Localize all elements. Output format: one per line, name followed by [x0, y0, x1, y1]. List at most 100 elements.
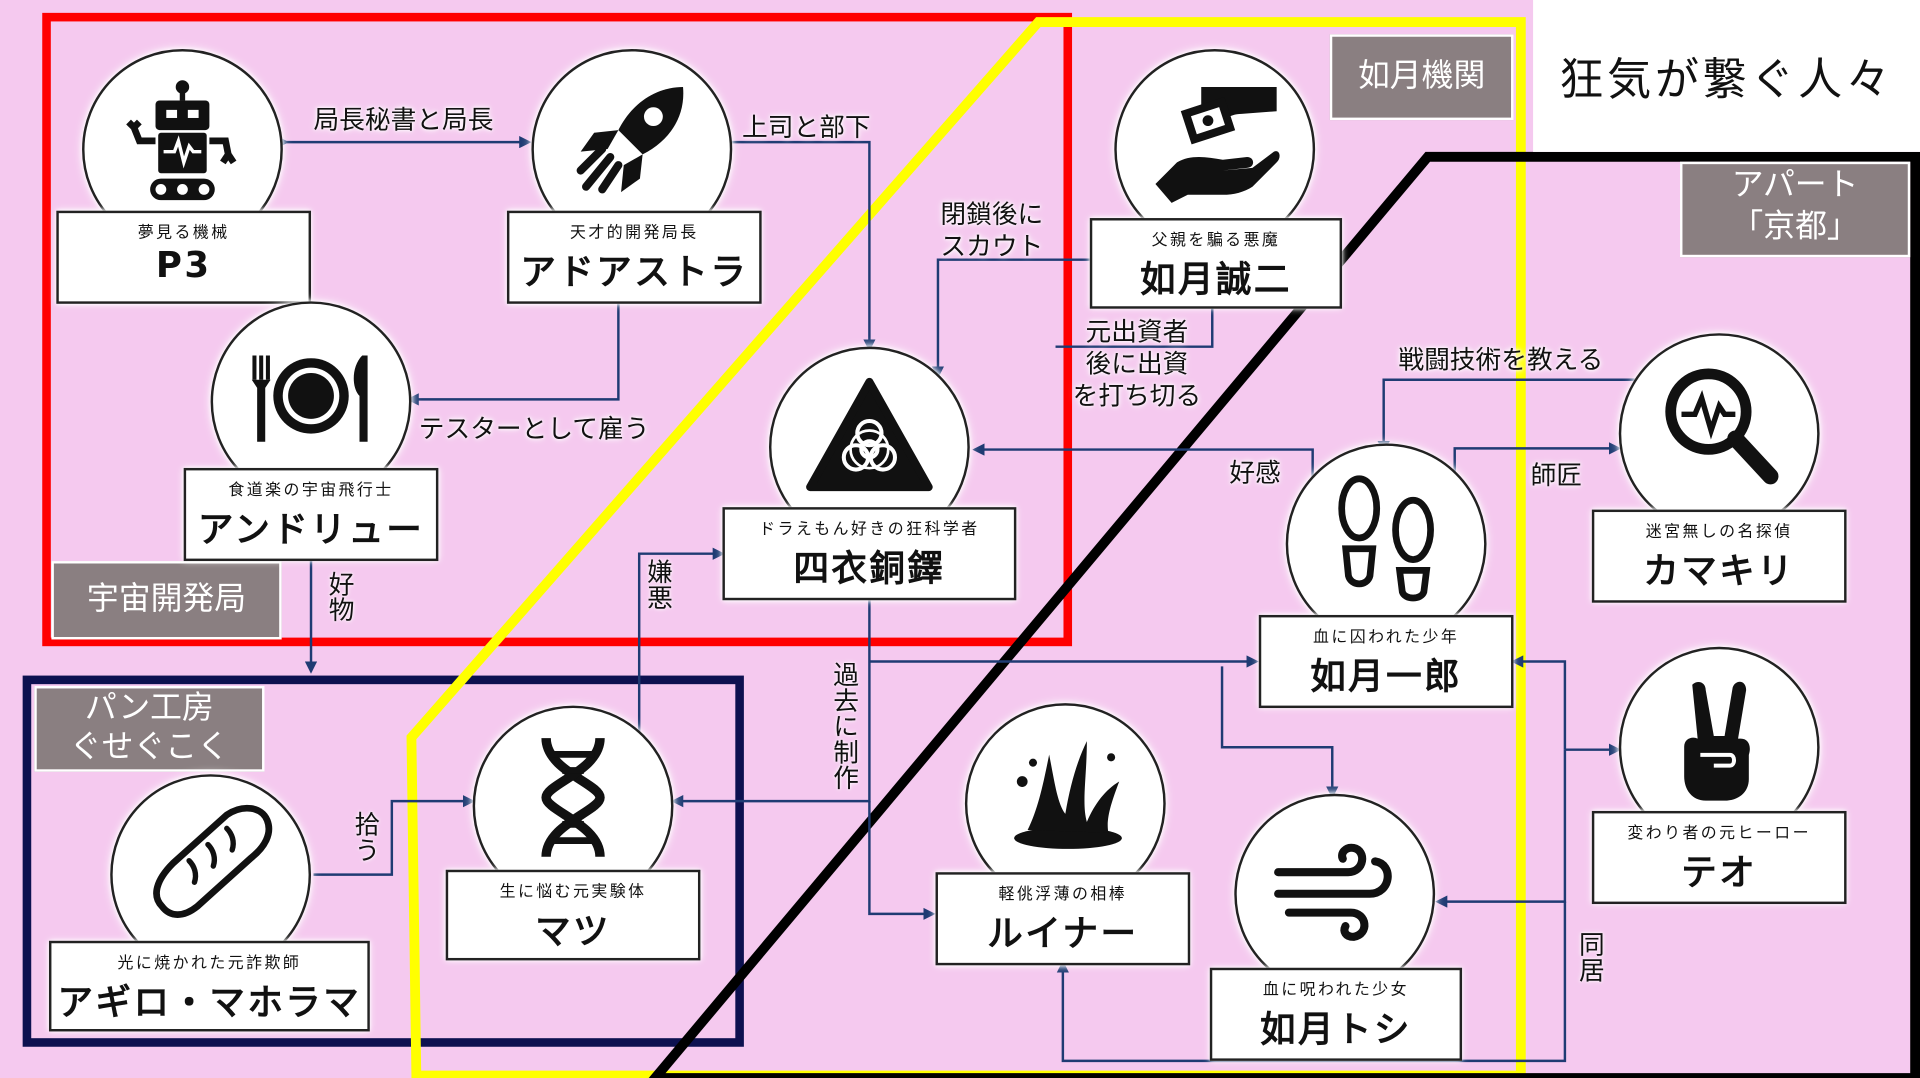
link-agiro-matsu: [313, 795, 476, 876]
seiji-subtitle: 父親を騙る悪魔: [1151, 231, 1281, 250]
relation-label-combat: 戦闘技術を教える: [1398, 345, 1604, 375]
ruiner-subtitle: 軽佻浮薄の相棒: [998, 885, 1128, 905]
relation-label-cohabit: 同居: [1575, 931, 1606, 983]
peace-hand-icon: [1684, 681, 1750, 801]
andrew-name: アンドリュー: [197, 508, 425, 551]
link-teo-ichiro: [1511, 655, 1567, 750]
relation-label-investor-2: 後に出資: [1085, 349, 1189, 379]
link-ichiro-toshi: [1220, 666, 1339, 799]
relation-label-scout-2: スカウト: [940, 231, 1044, 261]
wind-icon: [1274, 843, 1392, 941]
link-cohabit-toshi: [1435, 749, 1567, 908]
group-label-apart-1: アパート: [1731, 166, 1859, 204]
relation-label-boss-sub: 上司と部下: [742, 112, 871, 143]
node-card-adastra[interactable]: 天才的開発局長 アドアストラ: [506, 210, 762, 304]
group-label-apart-2: 「京都」: [1731, 208, 1859, 245]
link-yotsue-ruiner: [868, 801, 936, 920]
node-circle-ruiner: [964, 703, 1166, 905]
robot-icon: [126, 80, 237, 201]
page-title: 狂気が繋ぐ人々: [1559, 55, 1894, 106]
toshi-name: 如月トシ: [1259, 1008, 1412, 1050]
magnifier-pulse-icon: [1665, 368, 1779, 485]
group-tag-kisaragi: 如月機関: [1329, 34, 1514, 121]
title-box: 狂気が繋ぐ人々: [1533, 0, 1920, 152]
ichiro-subtitle: 血に囚われた少年: [1313, 628, 1460, 647]
link-kamakiri-ichiro: [1377, 378, 1646, 454]
relation-label-p3-adastra: 局長秘書と局長: [313, 105, 494, 135]
relation-label-mentor: 師匠: [1530, 460, 1583, 490]
dna-icon: [541, 737, 605, 858]
link-ichiro-kamakiri: [1453, 442, 1622, 476]
relation-label-scout: 閉鎖後に スカウト: [940, 198, 1043, 262]
node-card-p3[interactable]: 夢見る機械 P3: [56, 210, 312, 304]
money-hand-icon: [1155, 86, 1280, 203]
adastra-subtitle: 天才的開発局長: [569, 224, 699, 243]
ruiner-name: ルイナー: [987, 912, 1139, 955]
node-circle-seiji: [1114, 49, 1316, 250]
agiro-subtitle: 光に焼かれた元詐欺師: [117, 954, 302, 973]
node-card-yotsue[interactable]: ドラえもん好きの狂科学者 四衣銅鐸: [722, 507, 1017, 601]
teo-name: テオ: [1681, 851, 1758, 894]
relation-label-past-made: 過去に制作: [830, 661, 860, 791]
link-seiji-yotsue: [931, 258, 1090, 379]
yotsue-subtitle: ドラえもん好きの狂科学者: [759, 520, 980, 539]
node-card-andrew[interactable]: 食道楽の宇宙飛行士 アンドリュー: [183, 467, 439, 562]
group-label-bakery-2: ぐせぐこく: [69, 728, 229, 766]
biohazard-icon: [806, 377, 933, 492]
p3-name: P3: [155, 243, 212, 286]
link-matsu-yotsue: [637, 547, 725, 733]
yotsue-name: 四衣銅鐸: [793, 547, 946, 590]
space-bureau-border: [42, 12, 1073, 647]
bread-icon: [153, 804, 273, 918]
rocket-icon: [576, 86, 684, 194]
kamakiri-name: カマキリ: [1643, 550, 1796, 592]
footprints-icon: [1338, 475, 1434, 602]
agiro-name: アギロ・マホラマ: [57, 981, 362, 1023]
relation-label-affection: 好感: [1229, 458, 1281, 488]
relation-label-investor: 元出資者 後に出資 を打ち切る: [1073, 316, 1202, 412]
relation-label-favorite: 好物: [325, 570, 356, 623]
relation-label-investor-1: 元出資者: [1085, 317, 1189, 347]
group-tag-space: 宇宙開発局: [51, 561, 282, 640]
bakery-border: [22, 675, 744, 1047]
relation-label-scout-1: 閉鎖後に: [940, 199, 1044, 230]
matsu-subtitle: 生に悩む元実験体: [499, 883, 647, 902]
group-tag-apart: アパート 「京都」: [1680, 161, 1911, 258]
node-card-ichiro[interactable]: 血に囚われた少年 如月一郎: [1258, 614, 1514, 709]
adastra-name: アドアストラ: [520, 251, 749, 293]
relation-label-tester: テスターとして雇う: [418, 414, 650, 444]
node-card-agiro[interactable]: 光に焼かれた元詐欺師 アギロ・マホラマ: [48, 940, 370, 1032]
relation-label-pickup: 拾う: [351, 810, 381, 863]
seiji-name: 如月誠二: [1139, 258, 1292, 301]
relation-label-investor-3: を打ち切る: [1072, 380, 1202, 411]
andrew-subtitle: 食道楽の宇宙飛行士: [228, 481, 394, 500]
node-card-ruiner[interactable]: 軽佻浮薄の相棒 ルイナー: [935, 872, 1191, 966]
node-card-toshi[interactable]: 血に呪われた少女 如月トシ: [1209, 967, 1463, 1061]
toshi-subtitle: 血に呪われた少女: [1262, 981, 1409, 1000]
link-ichiro-yotsue: [972, 443, 1314, 478]
node-card-kamakiri[interactable]: 迷宮無しの名探偵 カマキリ: [1591, 509, 1847, 603]
teo-subtitle: 変わり者の元ヒーロー: [1627, 824, 1812, 843]
node-card-teo[interactable]: 変わり者の元ヒーロー テオ: [1591, 810, 1847, 905]
link-adastra-yotsue: [722, 135, 876, 352]
plate-cutlery-icon: [251, 355, 368, 442]
relation-label-hate: 嫌悪: [644, 558, 674, 611]
kamakiri-subtitle: 迷宮無しの名探偵: [1645, 523, 1793, 542]
node-circle-toshi: [1234, 793, 1436, 995]
group-tag-bakery: パン工房 ぐせぐこく: [34, 686, 265, 772]
node-card-matsu[interactable]: 生に悩む元実験体 マツ: [445, 869, 701, 961]
group-label-bakery-1: パン工房: [84, 689, 214, 727]
p3-subtitle: 夢見る機械: [137, 224, 230, 243]
link-seiji-investor: [1055, 303, 1214, 348]
group-label-space: 宇宙開発局: [86, 580, 247, 618]
ichiro-name: 如月一郎: [1310, 655, 1463, 698]
link-cohabit-ruiner: [1056, 901, 1567, 1063]
matsu-name: マツ: [535, 910, 612, 952]
link-adastra-andrew: [406, 298, 620, 406]
apart-border: [648, 151, 1920, 1078]
splash-icon: [1014, 741, 1122, 849]
node-card-seiji[interactable]: 父親を騙る悪魔 如月誠二: [1089, 218, 1343, 309]
node-circle-kamakiri: [1618, 333, 1820, 535]
